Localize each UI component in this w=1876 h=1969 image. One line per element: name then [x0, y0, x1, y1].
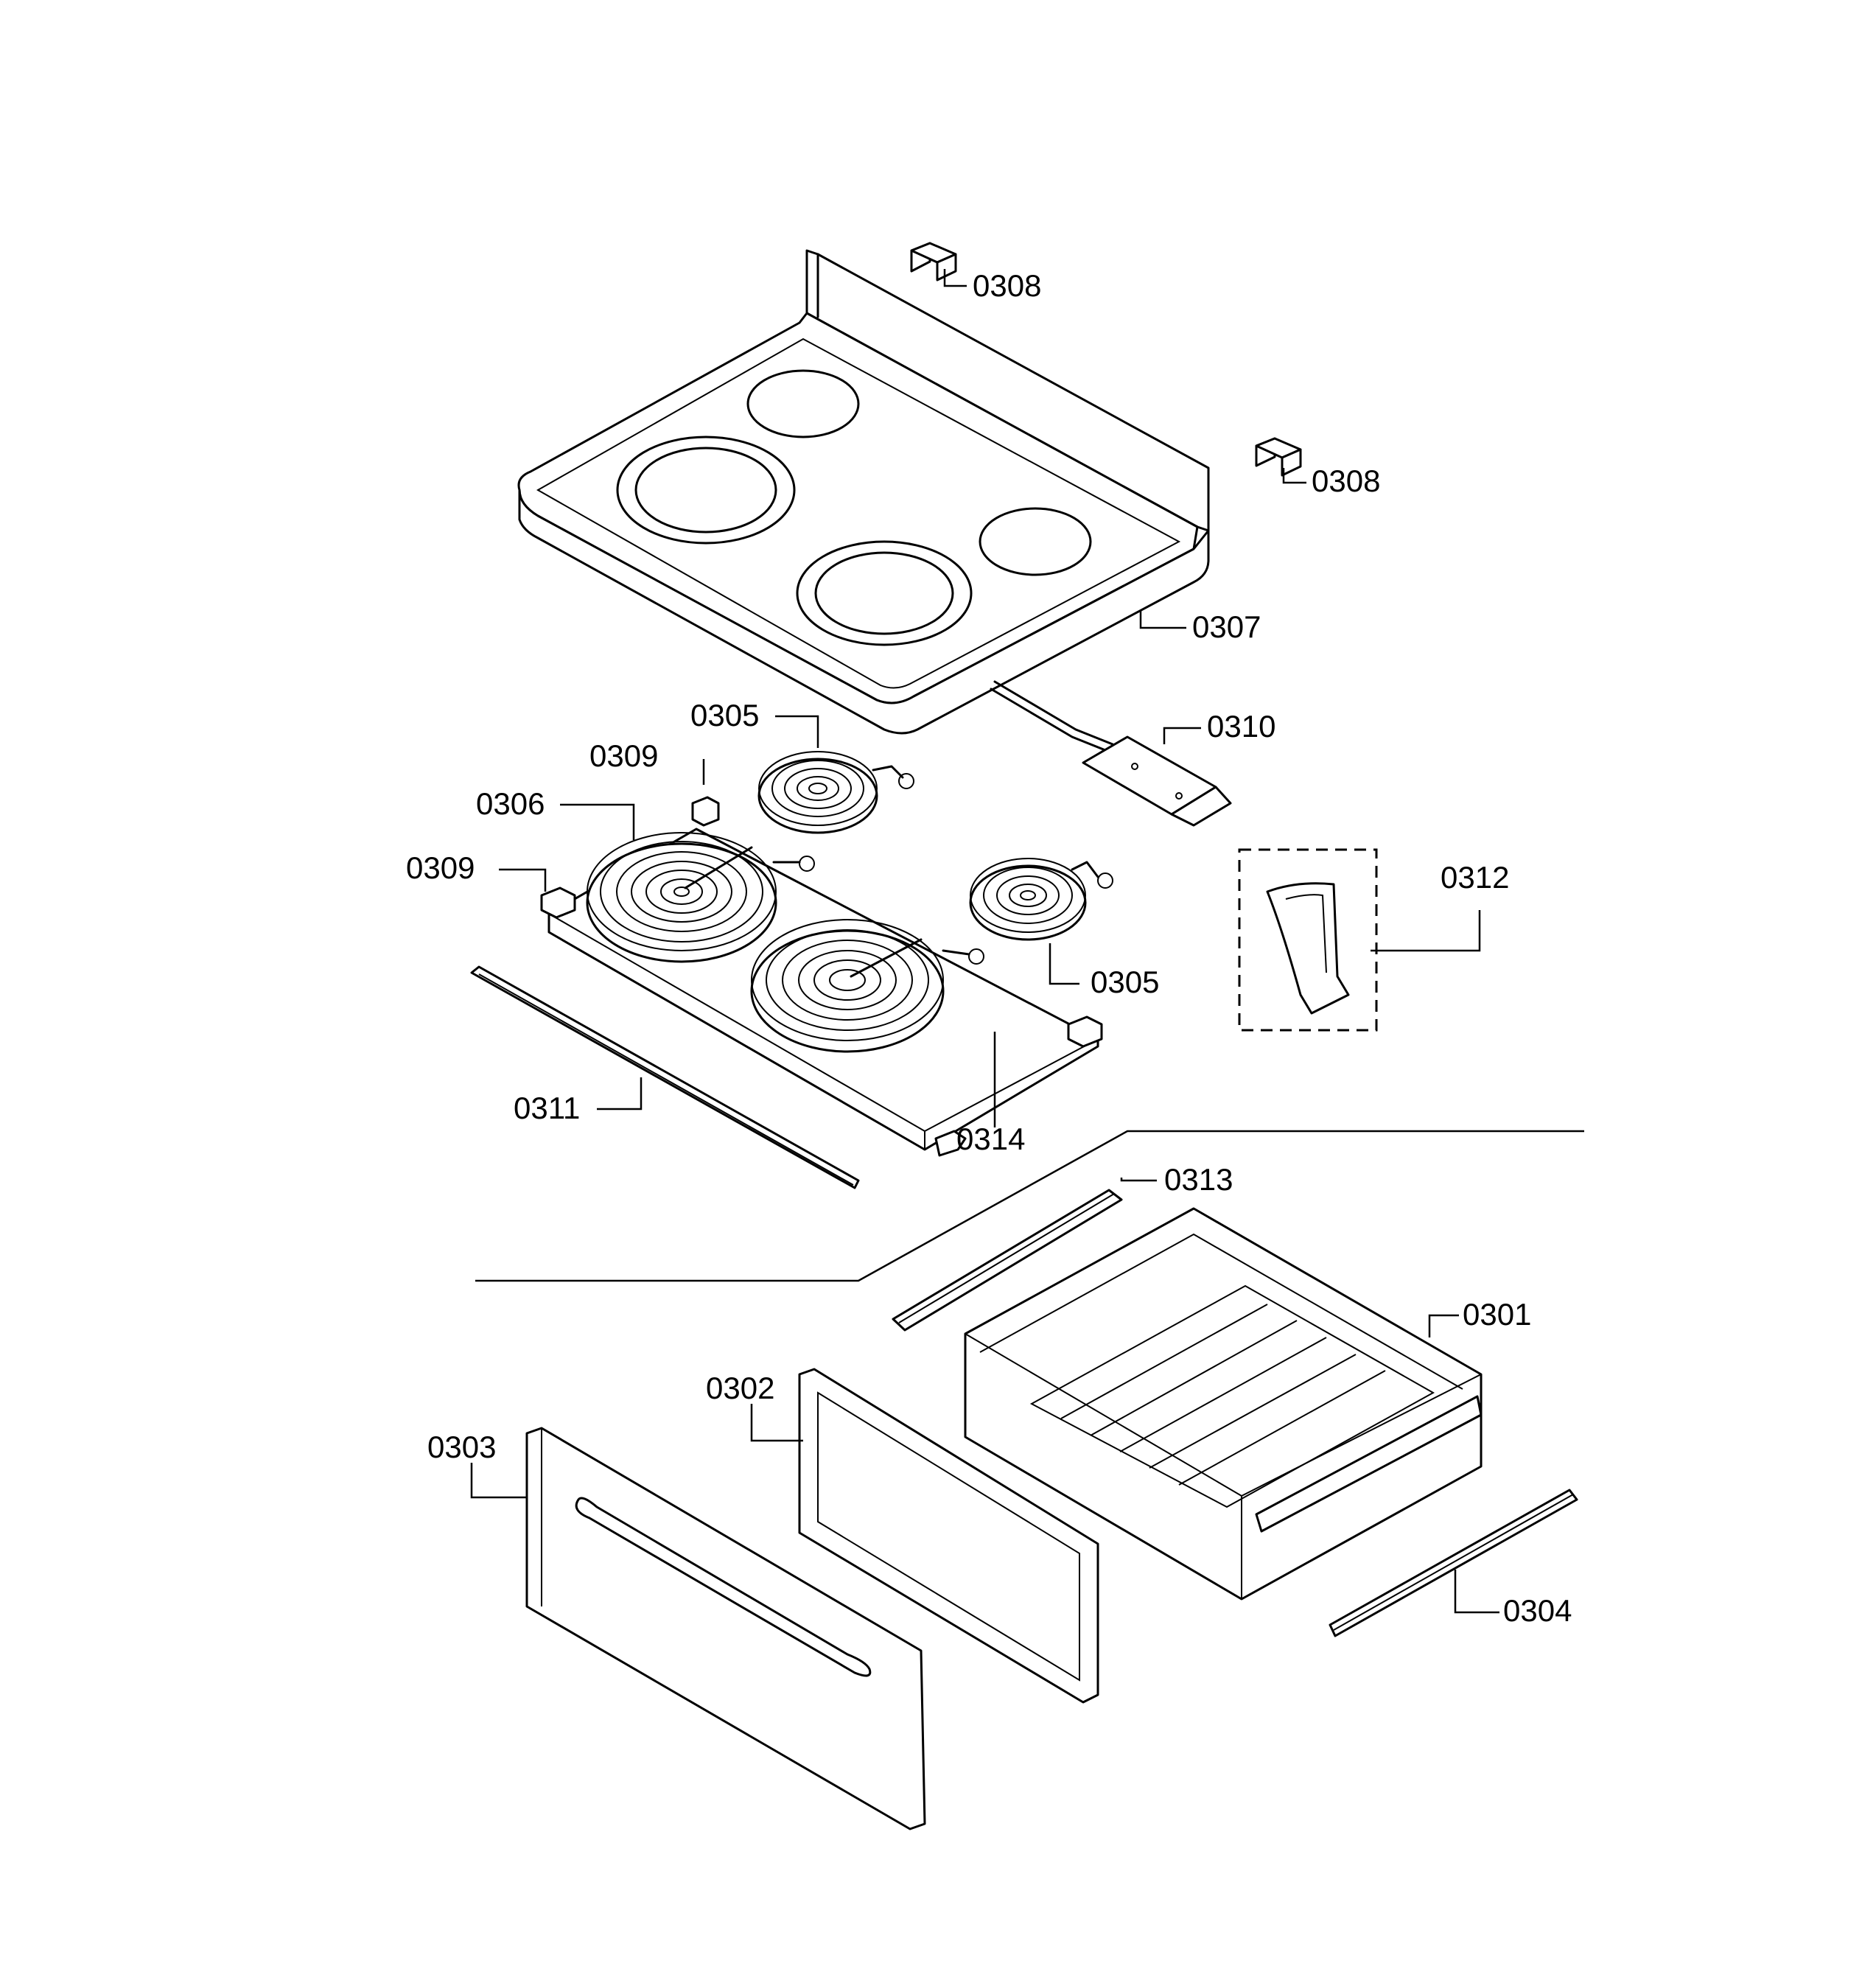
trim-strip-0311 — [470, 965, 860, 1189]
large-coil-element-0314 — [750, 919, 984, 1053]
callout-0307: 0307 — [1192, 609, 1261, 644]
callout-0308-right: 0308 — [1312, 464, 1380, 498]
callout-0309-left: 0309 — [406, 850, 475, 885]
bracket-0308-right — [1255, 437, 1302, 477]
callout-0313: 0313 — [1164, 1162, 1233, 1197]
callout-0309-top: 0309 — [589, 738, 658, 773]
drawer-inner-panel-0302 — [798, 1368, 1099, 1704]
callout-0302: 0302 — [706, 1371, 774, 1405]
callout-0305-back: 0305 — [690, 698, 759, 732]
callout-0312: 0312 — [1441, 860, 1509, 895]
large-coil-element-0306 — [586, 832, 815, 963]
cooktop-0307 — [517, 249, 1210, 735]
separator-line — [475, 1130, 1584, 1282]
callout-0305-front: 0305 — [1091, 965, 1159, 999]
callout-0303: 0303 — [427, 1430, 496, 1464]
callout-0311: 0311 — [514, 1091, 580, 1125]
drawer-front-0303 — [525, 1427, 926, 1830]
callout-0306: 0306 — [476, 786, 545, 821]
callout-0308-left: 0308 — [973, 268, 1041, 303]
callout-0304: 0304 — [1503, 1593, 1572, 1628]
small-coil-element-0305-front — [969, 858, 1113, 941]
bracket-0308-left — [910, 242, 957, 281]
callout-0310: 0310 — [1207, 709, 1275, 744]
leader-lines — [470, 269, 1499, 1614]
small-coil-element-0305-back — [757, 751, 914, 834]
callout-0301: 0301 — [1463, 1297, 1531, 1332]
wire-harness-0310 — [990, 680, 1232, 827]
drawer-rail-0304 — [1329, 1489, 1578, 1637]
drawer-rail-0313 — [892, 1189, 1123, 1332]
callout-0314: 0314 — [956, 1122, 1025, 1156]
drawer-body-0301 — [964, 1207, 1483, 1601]
knob-0312 — [1238, 848, 1378, 1032]
